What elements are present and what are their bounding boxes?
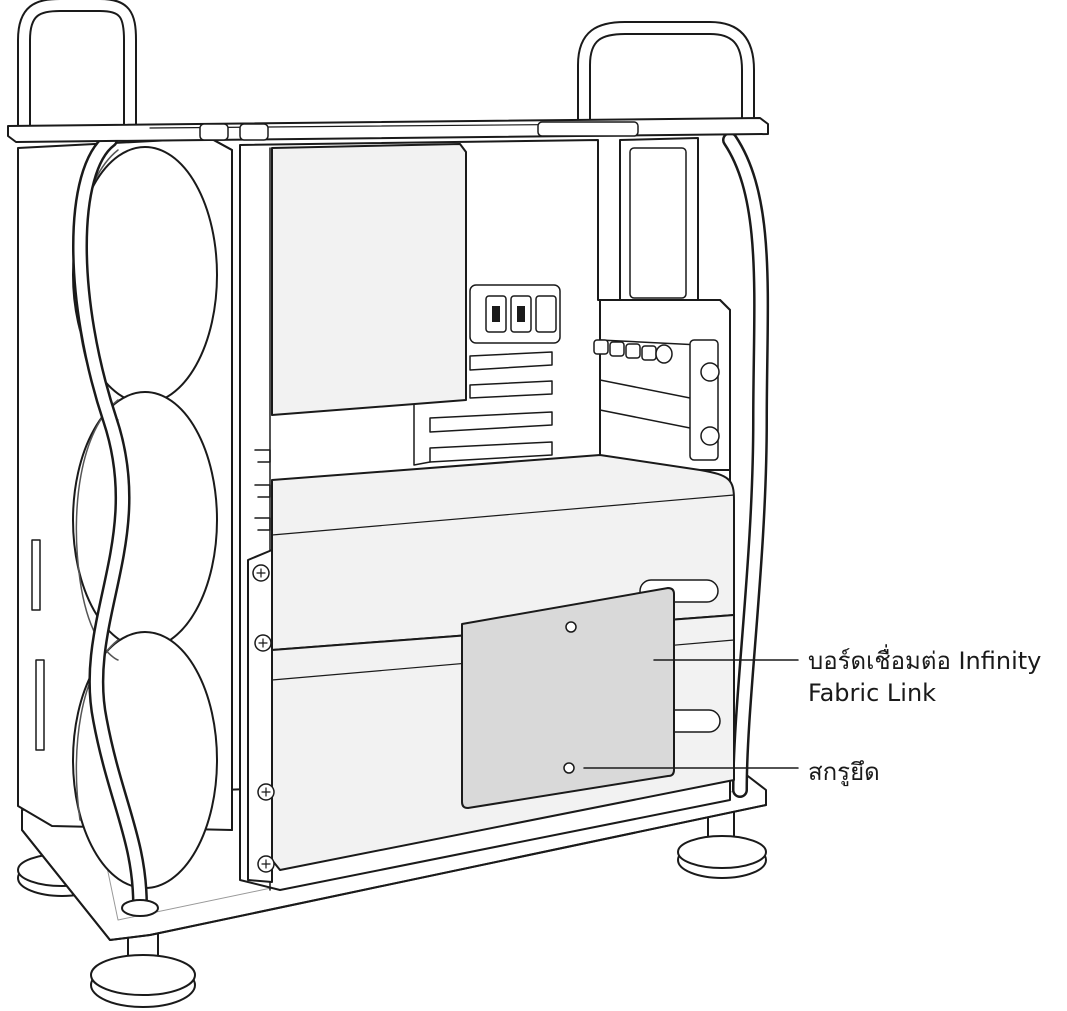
screw-icon — [563, 762, 575, 774]
divider-strip — [247, 549, 275, 883]
callout-screw-text: สกรูยึด — [808, 758, 880, 786]
callout-board-line2: Fabric Link — [808, 679, 937, 707]
handle-left — [17, 0, 159, 917]
screw-icon — [254, 634, 272, 652]
screw-icon — [257, 855, 275, 873]
screw-icon — [565, 621, 577, 633]
callout-screw-label: สกรูยึด — [808, 756, 880, 788]
top-rail — [7, 117, 769, 143]
callout-board-label: บอร์ดเชื่อมต่อ Infinity Fabric Link — [808, 645, 1041, 709]
pcie-bracket — [593, 137, 731, 471]
logic-board-cover — [271, 143, 467, 416]
pcie-slots — [413, 351, 553, 466]
callout-board-line1: บอร์ดเชื่อมต่อ Infinity — [808, 647, 1042, 675]
foot-front-left — [90, 929, 196, 1008]
screw-icon — [252, 564, 270, 582]
infinity-fabric-link-board — [461, 587, 675, 809]
handle-right — [577, 21, 770, 798]
screw-icon — [257, 783, 275, 801]
io-card — [469, 284, 561, 344]
callout-lines — [583, 659, 799, 769]
